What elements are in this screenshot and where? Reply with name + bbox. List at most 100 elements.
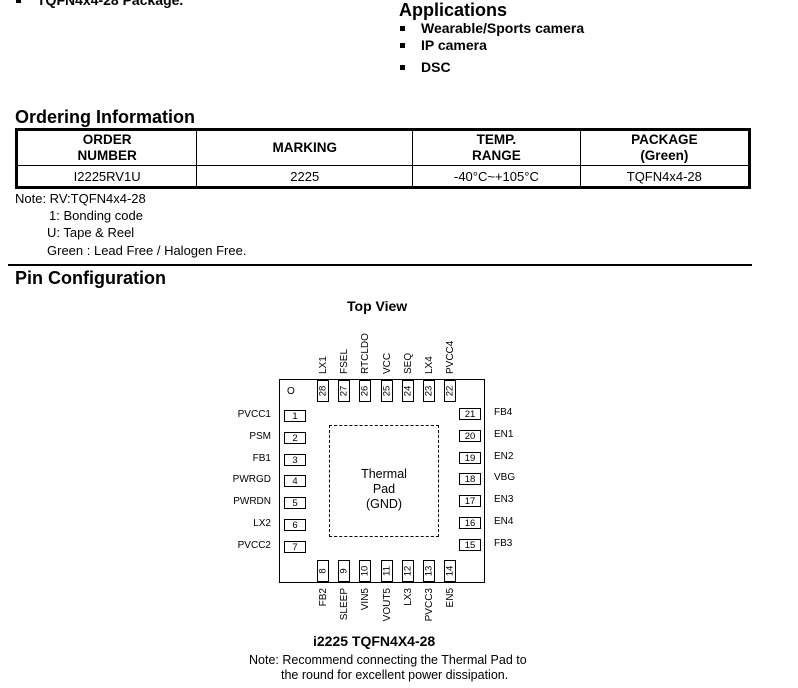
cell-order-number: I2225RV1U bbox=[15, 165, 198, 188]
note-line: the round for excellent power dissipatio… bbox=[281, 667, 509, 682]
pin-config-title: Pin Configuration bbox=[15, 268, 166, 288]
header-order-number: ORDER NUMBER bbox=[15, 129, 198, 166]
pad-label-line: Pad bbox=[372, 482, 396, 496]
pin-5-number: 5 bbox=[284, 497, 306, 510]
pin-number-text: 24 bbox=[402, 385, 414, 397]
pin-23-number: 23 bbox=[423, 380, 435, 402]
pin-3-label: FB1 bbox=[252, 452, 271, 464]
pin-19-label: EN2 bbox=[494, 450, 514, 462]
pin-15-number: 15 bbox=[459, 538, 481, 551]
pin-number-text: 12 bbox=[402, 565, 414, 577]
pin-25-label: VCC bbox=[381, 352, 393, 374]
pin-27-label: FSEL bbox=[339, 348, 351, 374]
ordering-note: U: Tape & Reel bbox=[47, 225, 135, 240]
header-marking: MARKING bbox=[196, 129, 414, 166]
pin-1-label: PVCC1 bbox=[237, 409, 271, 420]
application-item: IP camera bbox=[400, 37, 487, 53]
ordering-title: Ordering Information bbox=[15, 107, 195, 127]
pin-number-text: 25 bbox=[381, 385, 393, 397]
pin-8-number: 8 bbox=[317, 560, 329, 582]
pin-9-label: SLEEP bbox=[339, 588, 351, 621]
header-package: PACKAGE (Green) bbox=[579, 129, 751, 166]
application-item: DSC bbox=[400, 59, 451, 75]
pin-13-number: 13 bbox=[423, 560, 435, 582]
pin-number-text: 22 bbox=[444, 385, 456, 397]
bullet-icon bbox=[400, 64, 405, 70]
pad-label-line: (GND) bbox=[365, 497, 403, 511]
pin-1-number: 1 bbox=[284, 410, 306, 422]
application-text: Wearable/Sports camera bbox=[421, 20, 585, 36]
header-line: (Green) bbox=[640, 148, 689, 163]
pin-number-text: 10 bbox=[359, 565, 371, 577]
pin-12-label: LX3 bbox=[402, 588, 414, 606]
pin-19-number: 19 bbox=[459, 451, 481, 464]
header-line: NUMBER bbox=[77, 148, 137, 163]
cell-package: TQFN4x4-28 bbox=[579, 165, 751, 188]
pin-16-label: EN4 bbox=[494, 516, 514, 527]
pin-18-label: VBG bbox=[494, 472, 516, 484]
pin-number-text: 8 bbox=[317, 568, 329, 574]
pin-number-text: 26 bbox=[359, 385, 371, 397]
pin-3-number: 3 bbox=[284, 453, 306, 466]
pin-number-text: 13 bbox=[423, 565, 435, 577]
pin-8-label: FB2 bbox=[318, 588, 329, 607]
pin-number-text: 11 bbox=[381, 566, 393, 576]
diagram-caption: i2225 TQFN4X4-28 bbox=[313, 633, 436, 649]
top-view-label: Top View bbox=[347, 298, 408, 314]
pin-10-number: 10 bbox=[359, 560, 372, 582]
pin-17-label: EN3 bbox=[494, 494, 514, 506]
ordering-note: 1: Bonding code bbox=[49, 208, 143, 223]
application-item: Wearable/Sports camera bbox=[400, 20, 584, 36]
pin-2-number: 2 bbox=[284, 431, 306, 444]
pin-number-text: 9 bbox=[338, 568, 350, 574]
pin1-marker: O bbox=[287, 386, 295, 397]
header-line: PACKAGE bbox=[631, 132, 698, 147]
thermal-pad bbox=[329, 425, 439, 537]
feature-item-package: TQFN4x4-28 Package. bbox=[16, 0, 183, 8]
header-temp-range: TEMP. RANGE bbox=[412, 129, 581, 166]
pin-22-label: PVCC4 bbox=[445, 340, 457, 374]
pin-number-text: 23 bbox=[423, 385, 435, 397]
pin-14-label: EN5 bbox=[445, 588, 457, 608]
pin-24-label: SEQ bbox=[402, 352, 414, 374]
pin-21-number: 21 bbox=[459, 408, 481, 420]
pin-27-number: 27 bbox=[338, 380, 351, 402]
thermal-pad-label: Thermal Pad (GND) bbox=[329, 467, 439, 512]
chip-body bbox=[279, 379, 485, 583]
pin-12-number: 12 bbox=[401, 560, 414, 582]
table-row: I2225RV1U 2225 -40°C~+105°C TQFN4x4-28 bbox=[15, 165, 751, 188]
ordering-note: Note: RV:TQFN4x4-28 bbox=[15, 191, 146, 206]
pin-17-number: 17 bbox=[459, 495, 481, 508]
pin-6-number: 6 bbox=[284, 519, 306, 531]
cell-marking: 2225 bbox=[196, 165, 414, 188]
bullet-icon bbox=[400, 25, 405, 31]
note-line: Note: Recommend connecting the Thermal P… bbox=[249, 653, 527, 667]
pin-7-label: PVCC2 bbox=[237, 539, 271, 551]
pin-4-label: PWRGD bbox=[232, 474, 271, 486]
pin-number-text: 27 bbox=[338, 385, 350, 397]
bullet-icon bbox=[400, 42, 405, 48]
feature-text: TQFN4x4-28 Package. bbox=[37, 0, 184, 8]
pin-24-number: 24 bbox=[401, 380, 414, 402]
pin-21-label: FB4 bbox=[494, 407, 513, 418]
header-line: TEMP. bbox=[476, 132, 517, 147]
pin-13-label: PVCC3 bbox=[424, 588, 435, 622]
header-line: RANGE bbox=[472, 148, 521, 163]
pin-number-text: 28 bbox=[317, 385, 329, 397]
pin-2-label: PSM bbox=[249, 430, 271, 442]
pin-18-number: 18 bbox=[459, 473, 481, 486]
pin-25-number: 25 bbox=[380, 380, 393, 402]
bullet-icon bbox=[16, 0, 21, 3]
pin-4-number: 4 bbox=[284, 475, 306, 488]
cell-temp-range: -40°C~+105°C bbox=[412, 165, 581, 188]
pin-5-label: PWRDN bbox=[233, 496, 271, 508]
pin-10-label: VIN5 bbox=[360, 588, 372, 611]
pin-15-label: FB3 bbox=[494, 537, 513, 549]
pin-14-number: 14 bbox=[444, 560, 457, 582]
ordering-note: Green : Lead Free / Halogen Free. bbox=[47, 243, 247, 258]
pad-label-line: Thermal bbox=[361, 467, 407, 481]
pin-28-number: 28 bbox=[317, 380, 329, 402]
header-line: MARKING bbox=[272, 140, 337, 155]
pin-26-label: RTCLDO bbox=[360, 333, 372, 374]
pin-11-label: VOUT5 bbox=[381, 588, 393, 622]
